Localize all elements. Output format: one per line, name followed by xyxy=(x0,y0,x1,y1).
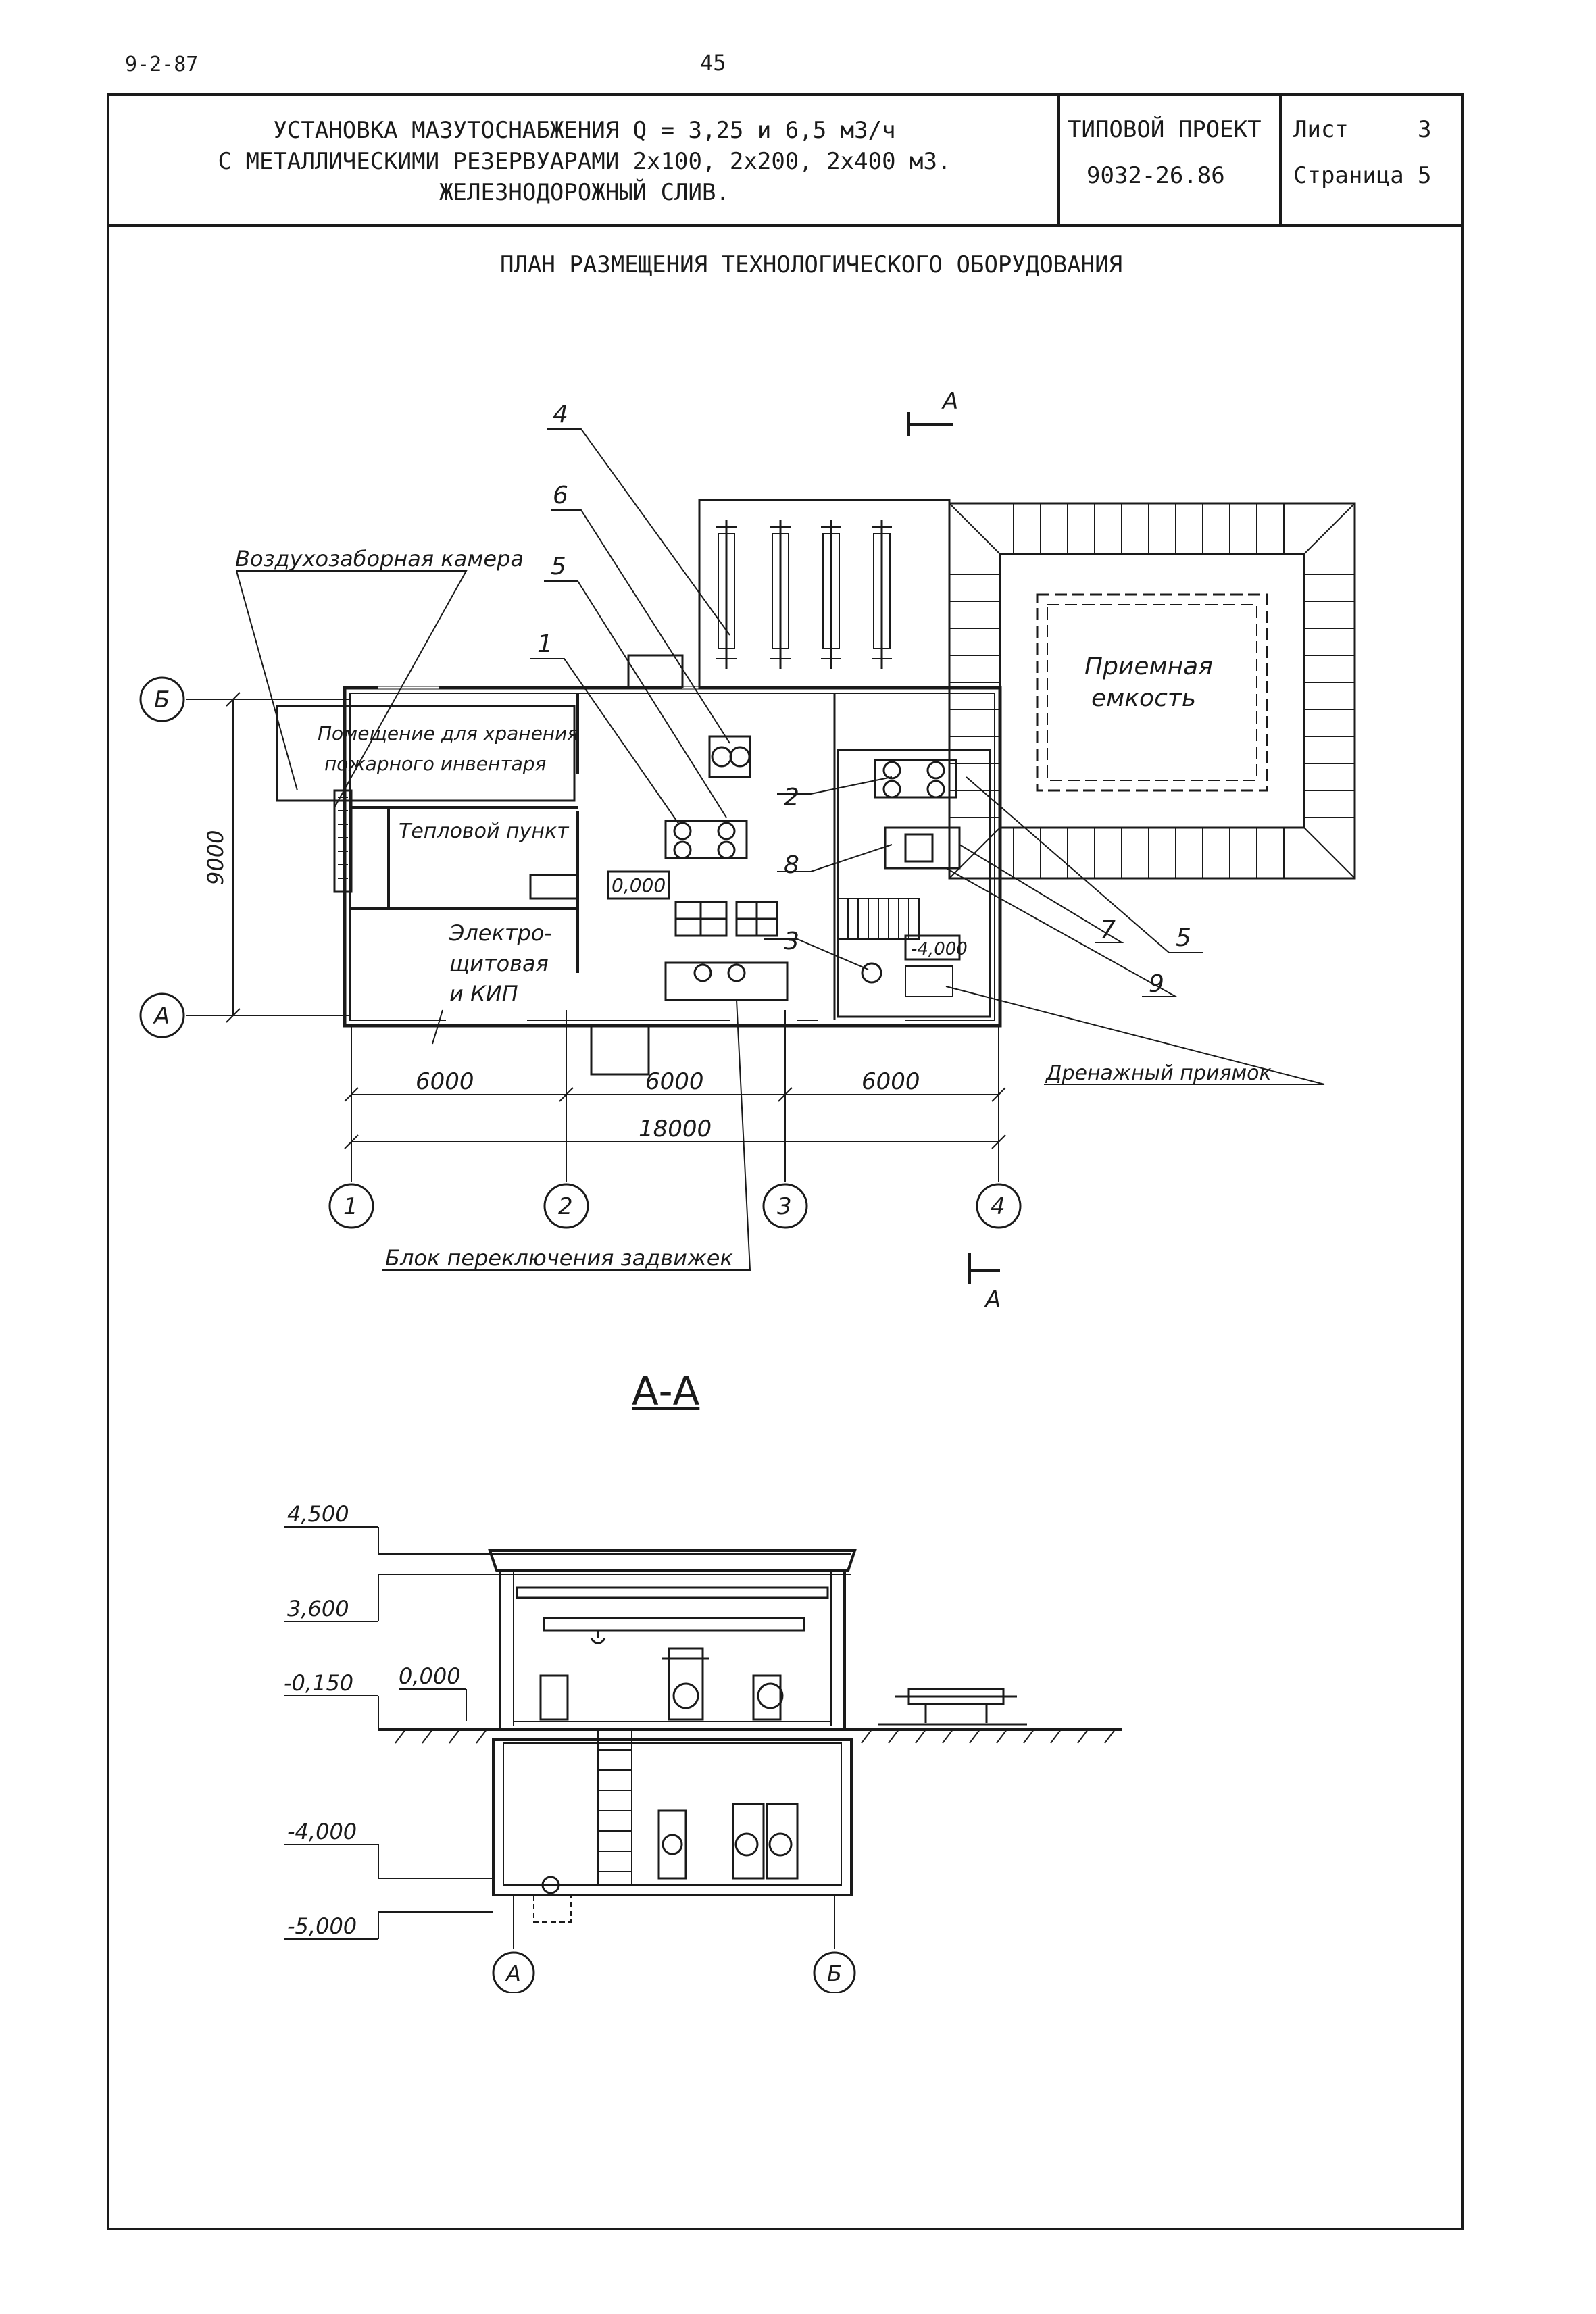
electro-label-line3: и КИП xyxy=(449,981,518,1007)
section-level-minus-5000: -5,000 xyxy=(287,1913,357,1939)
sheet-value: 3 xyxy=(1418,116,1432,143)
storage-label-line2: пожарного инвентаря xyxy=(324,753,546,775)
axis-3: 3 xyxy=(777,1193,792,1220)
callout-9: 9 xyxy=(1149,970,1164,998)
section-axis-a: А xyxy=(505,1961,521,1986)
section-drawing: 4,500 3,600 -0,150 0,000 -4,000 -5,000 А… xyxy=(284,1501,1122,1993)
section-level-minus-0150: -0,150 xyxy=(284,1670,353,1696)
section-title: А-А xyxy=(632,1368,700,1414)
document-code: 9-2-87 xyxy=(125,53,199,76)
valve-block-label: Блок переключения задвижек xyxy=(385,1245,733,1271)
tank-label-line2: емкость xyxy=(1091,684,1196,712)
electro-label-line2: щитовая xyxy=(449,951,549,976)
section-level-4500: 4,500 xyxy=(287,1501,349,1527)
level-zero: 0,000 xyxy=(612,874,666,897)
callout-7: 7 xyxy=(1100,916,1116,944)
callout-2: 2 xyxy=(784,784,799,811)
project-label: ТИПОВОЙ ПРОЕКТ xyxy=(1068,116,1262,143)
axis-1: 1 xyxy=(343,1193,358,1220)
title-block xyxy=(107,93,1461,227)
title-block-divider-2 xyxy=(1279,93,1282,226)
project-title: УСТАНОВКА МАЗУТОСНАБЖЕНИЯ Q = 3,25 и 6,5… xyxy=(115,115,1054,208)
level-minus-4: -4,000 xyxy=(911,939,968,959)
sheet-frame xyxy=(107,93,1464,2230)
callout-8: 8 xyxy=(784,851,799,879)
axis-2: 2 xyxy=(558,1193,573,1220)
section-axis-b: Б xyxy=(827,1961,842,1986)
plan-title: ПЛАН РАЗМЕЩЕНИЯ ТЕХНОЛОГИЧЕСКОГО ОБОРУДО… xyxy=(500,251,1123,278)
project-title-line-1: УСТАНОВКА МАЗУТОСНАБЖЕНИЯ Q = 3,25 и 6,5… xyxy=(273,117,896,144)
callout-6: 6 xyxy=(553,482,568,509)
page-value: 5 xyxy=(1418,162,1432,189)
callout-4: 4 xyxy=(553,401,568,428)
sheet-label: Лист xyxy=(1293,116,1349,143)
plan-drawing: 1 2 3 4 Б А 9000 6000 6000 6000 18000 А … xyxy=(139,388,1356,1313)
tank-label-line1: Приемная xyxy=(1084,653,1213,680)
title-block-divider-1 xyxy=(1057,93,1060,226)
section-level-minus-4000: -4,000 xyxy=(287,1819,357,1844)
axis-a: А xyxy=(153,1003,170,1030)
section-mark-bottom: А xyxy=(984,1286,1001,1313)
section-level-3600: 3,600 xyxy=(287,1596,349,1621)
section-level-0000: 0,000 xyxy=(399,1663,461,1689)
storage-label-line1: Помещение для хранения xyxy=(318,722,578,745)
electro-label-line1: Электро- xyxy=(449,920,552,946)
dim-span-2: 6000 xyxy=(645,1068,704,1095)
section-mark-top: А xyxy=(941,388,958,415)
dim-span-1: 6000 xyxy=(416,1068,474,1095)
callout-5-left: 5 xyxy=(551,553,566,580)
project-title-line-3: ЖЕЛЕЗНОДОРОЖНЫЙ СЛИВ. xyxy=(439,179,730,206)
project-number: 9032-26.86 xyxy=(1087,162,1225,189)
page-number: 45 xyxy=(700,50,726,76)
dim-span-3: 6000 xyxy=(862,1068,920,1095)
axis-b: Б xyxy=(154,686,170,713)
heat-point-label: Тепловой пункт xyxy=(399,820,570,843)
drain-pit-label: Дренажный приямок xyxy=(1045,1061,1272,1085)
axis-4: 4 xyxy=(991,1193,1005,1220)
callout-1: 1 xyxy=(537,630,553,658)
callout-3: 3 xyxy=(784,928,799,955)
dim-total: 18000 xyxy=(639,1115,712,1142)
page-label: Страница xyxy=(1293,162,1404,189)
dim-vertical: 9000 xyxy=(203,830,228,885)
callout-5-right: 5 xyxy=(1176,924,1191,952)
air-intake-label: Воздухозаборная камера xyxy=(235,546,524,572)
project-title-line-2: С МЕТАЛЛИЧЕСКИМИ РЕЗЕРВУАРАМИ 2х100, 2х2… xyxy=(218,148,951,175)
